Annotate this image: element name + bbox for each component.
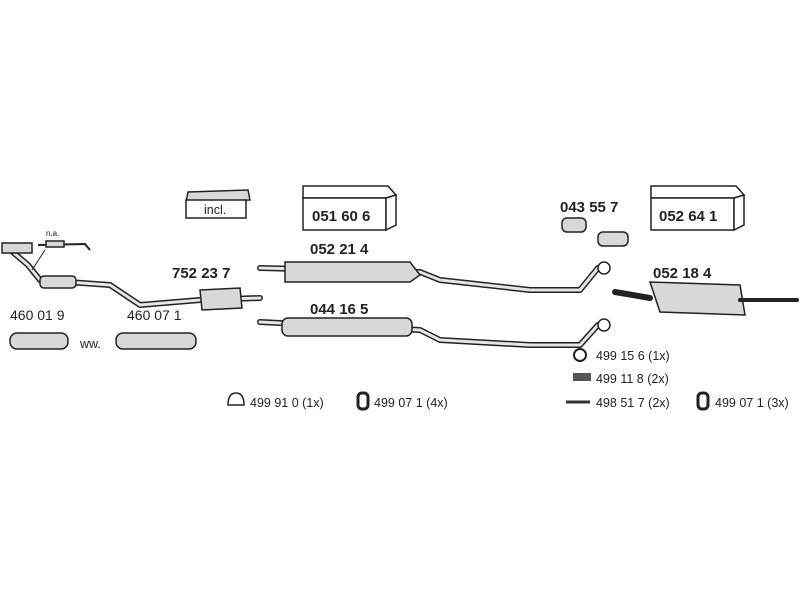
flex-pipe-460019: 460 01 9: [9, 307, 69, 350]
part-number-052214: 052 21 4: [310, 241, 369, 258]
part-number-044165: 044 16 5: [310, 301, 368, 318]
oxygen-sensor: n.a.: [31, 229, 91, 271]
hardware-item-499071-4x: 499 07 1 (4x): [356, 391, 448, 411]
part-number-051606: 051 60 6: [312, 208, 370, 225]
incl-label: incl.: [204, 203, 226, 217]
hardware-label: 498 51 7 (2x): [596, 396, 670, 410]
center-muffler-044165: 044 16 5: [257, 301, 611, 348]
hardware-label: 499 91 0 (1x): [250, 396, 324, 410]
hardware-item-499156: 499 15 6 (1x): [573, 348, 670, 363]
part-number-052184: 052 18 4: [653, 265, 712, 282]
part-number-043557: 043 55 7: [560, 199, 618, 216]
hardware-label: 499 07 1 (3x): [715, 396, 789, 410]
hardware-item-499118: 499 11 8 (2x): [573, 372, 669, 386]
part-number-752237: 752 23 7: [172, 265, 230, 282]
hardware-item-499910: 499 91 0 (1x): [227, 392, 324, 410]
box-051606: 051 60 6: [302, 185, 398, 232]
hardware-item-498517: 498 51 7 (2x): [566, 396, 670, 410]
incl-kit-box: incl.: [185, 189, 251, 219]
hardware-item-499071-3x: 499 07 1 (3x): [696, 391, 789, 411]
flex-pipe-460071: 460 07 1: [115, 307, 197, 350]
part-number-052641: 052 64 1: [659, 208, 717, 225]
part-number-460071: 460 07 1: [127, 307, 182, 323]
hardware-label: 499 11 8 (2x): [596, 372, 669, 386]
flange-043557: 043 55 7: [560, 199, 629, 247]
center-muffler-052214: 052 21 4: [257, 241, 611, 293]
front-pipe-752237: 752 23 7: [1, 242, 263, 311]
ww-label: ww.: [79, 337, 101, 351]
hardware-label: 499 15 6 (1x): [596, 349, 670, 363]
rear-muffler-052184: 052 18 4: [612, 265, 799, 316]
hardware-label: 499 07 1 (4x): [374, 396, 448, 410]
part-number-460019: 460 01 9: [10, 307, 65, 323]
na-label: n.a.: [46, 229, 59, 238]
box-052641: 052 64 1: [650, 185, 746, 232]
